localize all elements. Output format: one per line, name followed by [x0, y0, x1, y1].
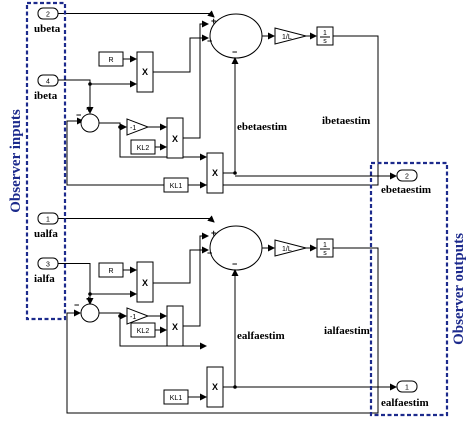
port-label-ualfa: ualfa	[34, 228, 58, 240]
block-label: R	[108, 268, 113, 275]
wire	[183, 20, 209, 139]
signal-label-ebetaestim: ebetaestim	[237, 121, 287, 133]
wire	[58, 215, 215, 223]
product-block-beta-KL2[interactable]: X	[166, 117, 184, 159]
input-port-ialfa[interactable]: 3	[37, 257, 59, 270]
wire	[223, 269, 239, 388]
sign-plus: +	[211, 228, 216, 238]
observer-outputs-group: Observer outputs	[369, 161, 467, 417]
group-label-observer-outputs: Observer outputs	[451, 233, 467, 345]
product-block-beta-KL1[interactable]: X	[206, 152, 224, 194]
alfa-observer-section: 1 ualfa 3 ialfa + − − 1/L 1 s ialfaestim	[34, 212, 429, 414]
wire	[153, 34, 209, 73]
product-label: X	[212, 382, 218, 392]
sign-plus: +	[86, 294, 91, 304]
gain-label: -1	[130, 314, 136, 321]
sum-block-beta-error[interactable]: + −	[76, 104, 100, 133]
wire	[153, 246, 209, 284]
port-number: 2	[46, 12, 50, 19]
block-label: KL1	[170, 395, 183, 402]
wire-ialfaestim-feedback	[66, 247, 379, 414]
port-number: 1	[46, 217, 50, 224]
signal-label-ibetaestim: ibetaestim	[322, 115, 370, 127]
observer-inputs-group: Observer inputs	[8, 1, 67, 321]
product-block-beta-R[interactable]: X	[136, 51, 154, 93]
input-port-ibeta[interactable]: 4	[37, 74, 59, 87]
block-label: KL2	[137, 145, 150, 152]
product-label: X	[142, 278, 148, 288]
junction-dot	[118, 125, 122, 129]
integrator-block-beta[interactable]: 1 s	[316, 26, 334, 46]
block-label: R	[108, 57, 113, 64]
port-label-ebetaestim: ebetaestim	[381, 184, 431, 196]
port-number: 3	[46, 262, 50, 269]
integrator-block-alfa[interactable]: 1 s	[316, 238, 334, 258]
sign-minus: −	[232, 47, 237, 57]
beta-observer-section: 2 ubeta 4 ibeta + − − 1/L 1 s	[34, 7, 431, 196]
gain-block-KL2-alfa[interactable]: KL2	[130, 322, 156, 338]
wire	[99, 122, 127, 131]
gain-block-1-over-L-beta[interactable]: 1/L	[274, 27, 307, 45]
product-block-alfa-KL2[interactable]: X	[166, 305, 184, 347]
gain-label: -1	[130, 125, 136, 132]
port-label-ibeta: ibeta	[34, 90, 58, 102]
input-port-ualfa[interactable]: 1	[37, 212, 59, 225]
sum-block-alfa-error[interactable]: + −	[74, 294, 100, 323]
gain-block-KL2-beta[interactable]: KL2	[130, 139, 156, 155]
signal-label-ialfaestim: ialfaestim	[324, 325, 370, 337]
resistance-block-beta[interactable]: R	[98, 51, 124, 67]
product-block-alfa-KL1[interactable]: X	[206, 366, 224, 408]
output-port-ebetaestim[interactable]: 2	[396, 169, 418, 182]
signal-label-ealfaestim: ealfaestim	[237, 330, 285, 342]
port-label-ealfaestim: ealfaestim	[381, 397, 429, 409]
gain-label: 1/L	[282, 34, 292, 41]
gain-label: 1/L	[282, 246, 292, 253]
gain-block-KL1-alfa[interactable]: KL1	[163, 389, 189, 405]
port-number: 4	[46, 79, 50, 86]
port-label-ubeta: ubeta	[34, 23, 61, 35]
gain-block-KL1-beta[interactable]: KL1	[163, 177, 189, 193]
input-port-ubeta[interactable]: 2	[37, 7, 59, 20]
product-label: X	[172, 134, 178, 144]
port-number: 1	[405, 385, 409, 392]
wire	[58, 10, 215, 18]
product-label: X	[172, 322, 178, 332]
product-label: X	[212, 168, 218, 178]
wire	[183, 232, 209, 327]
wire-ialfa	[58, 263, 137, 298]
junction-dot	[233, 385, 237, 389]
gain-block-minus-one-beta[interactable]: -1	[126, 118, 150, 136]
sign-minus: −	[207, 248, 212, 258]
integrator-num: 1	[323, 242, 327, 249]
sign-minus: −	[207, 36, 212, 46]
sum-block-beta-main[interactable]: + − −	[207, 13, 263, 59]
group-label-observer-inputs: Observer inputs	[8, 109, 24, 213]
junction-dot	[118, 314, 122, 318]
integrator-den: s	[323, 250, 327, 257]
product-label: X	[142, 67, 148, 77]
product-block-alfa-R[interactable]: X	[136, 261, 154, 303]
wire-ibeta	[58, 79, 137, 88]
sum-block-alfa-main[interactable]: + − −	[207, 225, 263, 271]
port-number: 2	[405, 174, 409, 181]
port-label-ialfa: ialfa	[34, 273, 55, 285]
sign-plus: +	[211, 16, 216, 26]
sign-plus: +	[86, 104, 91, 114]
sign-minus: −	[76, 110, 81, 120]
sign-minus: −	[74, 300, 79, 310]
integrator-num: 1	[323, 30, 327, 37]
output-port-ealfaestim[interactable]: 1	[396, 380, 418, 393]
integrator-den: s	[323, 38, 327, 45]
junction-dot	[233, 171, 237, 175]
wire	[223, 57, 239, 174]
gain-block-minus-one-alfa[interactable]: -1	[126, 307, 150, 325]
block-label: KL1	[170, 183, 183, 190]
gain-block-1-over-L-alfa[interactable]: 1/L	[274, 239, 307, 257]
wire	[99, 312, 127, 320]
block-label: KL2	[137, 328, 150, 335]
resistance-block-alfa[interactable]: R	[98, 262, 124, 278]
sign-minus: −	[232, 259, 237, 269]
